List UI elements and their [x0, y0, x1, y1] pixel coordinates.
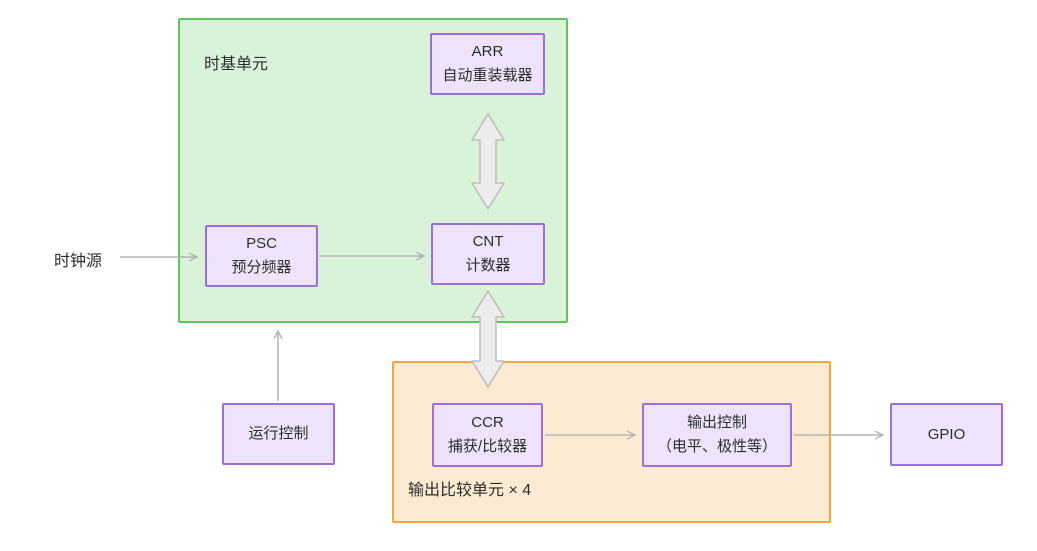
node-arr: ARR 自动重装载器 — [430, 33, 545, 95]
node-arr-subtitle: 自动重装载器 — [442, 67, 533, 84]
group-timebase-label: 时基单元 — [204, 56, 269, 73]
node-psc-subtitle: 预分频器 — [231, 259, 292, 276]
node-ccr-title: CCR — [471, 414, 504, 431]
node-gpio: GPIO — [890, 403, 1003, 466]
node-gpio-title: GPIO — [927, 425, 966, 443]
node-output-control-subtitle: （电平、极性等） — [656, 438, 777, 455]
node-ccr-subtitle: 捕获/比较器 — [447, 438, 528, 455]
group-output-compare-label: 输出比较单元 × 4 — [408, 482, 532, 499]
node-psc-title: PSC — [246, 235, 277, 252]
node-cnt: CNT 计数器 — [431, 223, 545, 285]
node-output-control-title: 输出控制 — [686, 414, 747, 431]
clock-source-label: 时钟源 — [54, 253, 103, 270]
node-run-control: 运行控制 — [222, 403, 335, 465]
node-psc: PSC 预分频器 — [205, 225, 318, 287]
node-arr-title: ARR — [471, 43, 504, 60]
node-run-control-title: 运行控制 — [248, 425, 309, 442]
node-cnt-subtitle: 计数器 — [465, 257, 511, 274]
node-cnt-title: CNT — [472, 233, 504, 250]
node-output-control: 输出控制 （电平、极性等） — [642, 403, 792, 467]
node-ccr: CCR 捕获/比较器 — [432, 403, 543, 467]
